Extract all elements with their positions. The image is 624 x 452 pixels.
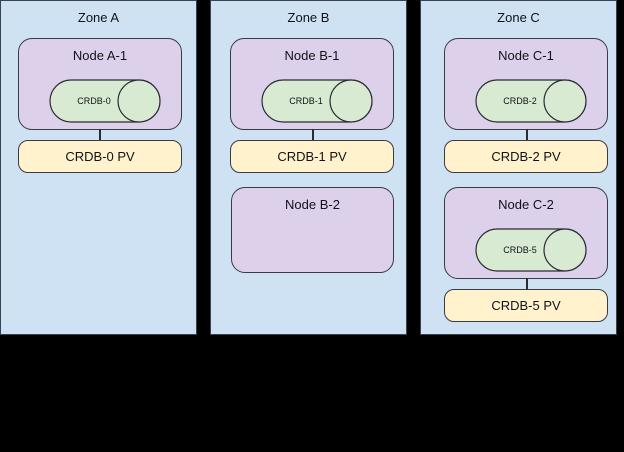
pv-label: CRDB-0 PV [65, 148, 135, 164]
zone-c-title: Zone C [497, 10, 540, 25]
database-cylinder-icon: CRDB-5 [475, 228, 587, 272]
zone-a[interactable]: Zone A Node A-1 CRDB-0 CRDB-0 PV [0, 0, 197, 335]
connector-a-1 [99, 129, 101, 141]
pv-label: CRDB-2 PV [491, 148, 561, 164]
node-c-1-title: Node C-1 [498, 48, 554, 63]
node-a-1[interactable]: Node A-1 CRDB-0 [18, 38, 182, 130]
connector-c-1 [526, 129, 528, 141]
database-cylinder-icon: CRDB-1 [261, 79, 373, 123]
database-cylinder-icon: CRDB-0 [49, 79, 161, 123]
pv-crdb-0[interactable]: CRDB-0 PV [18, 140, 182, 173]
zone-c[interactable]: Zone C Node C-1 CRDB-2 CRDB-2 PV Node C-… [420, 0, 617, 335]
node-b-2[interactable]: Node B-2 [231, 187, 394, 273]
connector-b-1 [312, 129, 314, 141]
node-a-1-title: Node A-1 [72, 48, 128, 63]
node-b-2-title: Node B-2 [285, 197, 340, 212]
zone-b[interactable]: Zone B Node B-1 CRDB-1 CRDB-1 PV Node B-… [210, 0, 407, 335]
node-c-2-title: Node C-2 [498, 197, 554, 212]
node-b-1-title: Node B-1 [284, 48, 340, 63]
pv-crdb-2[interactable]: CRDB-2 PV [444, 140, 608, 173]
pv-crdb-1[interactable]: CRDB-1 PV [230, 140, 394, 173]
pv-crdb-5[interactable]: CRDB-5 PV [444, 289, 608, 322]
pv-label: CRDB-1 PV [277, 148, 347, 164]
node-c-2[interactable]: Node C-2 CRDB-5 [444, 187, 608, 279]
node-b-1[interactable]: Node B-1 CRDB-1 [230, 38, 394, 130]
pv-label: CRDB-5 PV [491, 297, 561, 313]
database-cylinder-icon: CRDB-2 [475, 79, 587, 123]
zone-a-title: Zone A [77, 10, 120, 25]
node-c-1[interactable]: Node C-1 CRDB-2 [444, 38, 608, 130]
connector-c-2 [526, 278, 528, 290]
zone-b-title: Zone B [287, 10, 330, 25]
